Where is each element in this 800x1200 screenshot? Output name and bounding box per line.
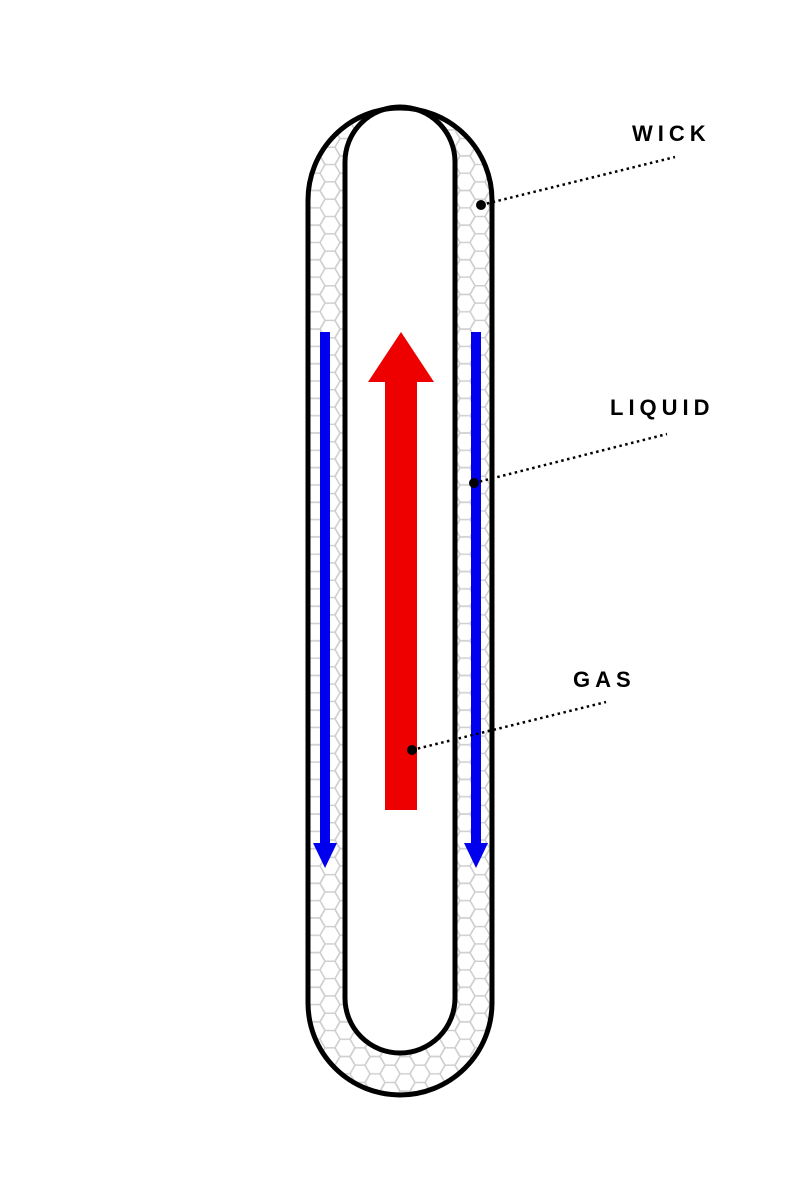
gas-pointer-dot [407, 745, 417, 755]
gas-arrow-shaft [385, 380, 417, 810]
liquid-pointer-dot [469, 478, 479, 488]
outer-pipe-wall [305, 105, 495, 1098]
liquid-arrow-right-shaft [471, 332, 481, 844]
liquid-flow-arrow-right [464, 332, 488, 868]
wick-callout: WICK [476, 121, 711, 210]
wick-label: WICK [632, 121, 711, 146]
liquid-flow-arrow-left [313, 332, 337, 868]
gas-callout: GAS [407, 667, 636, 755]
liquid-arrow-left-shaft [320, 332, 330, 844]
gas-label: GAS [573, 667, 636, 692]
gas-flow-arrow [368, 332, 434, 810]
down-arrow-icon [464, 843, 488, 868]
liquid-label: LIQUID [610, 395, 715, 420]
liquid-callout: LIQUID [469, 395, 715, 488]
inner-vapor-channel [342, 104, 458, 1056]
up-arrow-icon [368, 332, 434, 382]
wick-pointer-dot [476, 200, 486, 210]
down-arrow-icon [313, 843, 337, 868]
